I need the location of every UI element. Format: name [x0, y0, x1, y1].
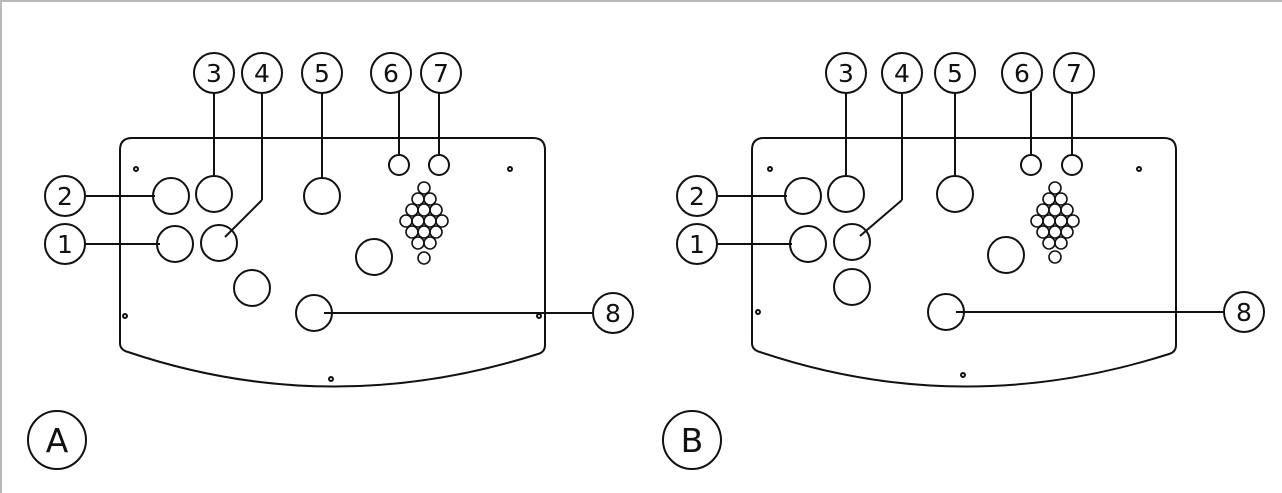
panel-b-button-3	[827, 175, 865, 213]
panel-a-callout-7: 7	[433, 59, 449, 88]
panel-a-callout-circle-8	[592, 292, 634, 334]
panel-a-callout-circle-3	[193, 52, 235, 94]
panel-b-callout-2: 2	[689, 182, 705, 211]
panel-b-callout-circle-5	[934, 52, 976, 94]
panel-b-mount-hole	[755, 309, 761, 315]
panel-b-mount-hole	[767, 166, 773, 172]
panel-a-button-3	[195, 175, 233, 213]
panel-a-mount-hole	[507, 166, 513, 172]
frame-top-border	[0, 0, 1282, 2]
panel-b-button-extra	[833, 268, 871, 306]
panel-a-callout-circle-6	[370, 52, 412, 94]
panel-b-callout-circle-6	[1001, 52, 1043, 94]
panel-b-callout-circle-7	[1053, 52, 1095, 94]
panel-b-callout-3: 3	[838, 59, 854, 88]
panel-b-callout-circle-1	[676, 223, 718, 265]
panel-b-callout-4: 4	[894, 59, 910, 88]
panel-b-callout-circle-2	[676, 175, 718, 217]
panel-a-label-circle	[27, 410, 87, 470]
panel-b-button-1	[789, 225, 827, 263]
panel-b-button-5	[936, 175, 974, 213]
panel-a-callout-circle-7	[420, 52, 462, 94]
panel-a-button-cluster	[399, 181, 449, 265]
panel-a-mount-hole	[122, 313, 128, 319]
panel-a-text: 1 2 3 4 5 6 7 8 A	[46, 59, 621, 460]
panel-b	[662, 52, 1265, 470]
panel-a-button-5	[303, 177, 341, 215]
frame-left-border	[0, 0, 2, 493]
panel-b-callout-7: 7	[1066, 59, 1082, 88]
panel-b-controller-outline	[751, 137, 1177, 388]
panel-a-callout-2: 2	[57, 182, 73, 211]
panel-b-callout-5: 5	[947, 59, 963, 88]
panel-a-callout-circle-1	[44, 223, 86, 265]
panel-a-callout-1: 1	[57, 230, 73, 259]
panel-b-button-7	[1061, 154, 1083, 176]
panel-a-callout-circle-2	[44, 175, 86, 217]
panel-a-leader-4-diag	[224, 199, 263, 238]
panel-b-leader-4-diag	[859, 199, 903, 237]
panel-a-button-4	[200, 224, 238, 262]
panel-a-controller-outline	[119, 137, 546, 388]
panel-a-button-7	[428, 154, 450, 176]
panel-b-callout-1: 1	[689, 230, 705, 259]
panel-b-label-circle	[662, 410, 722, 470]
panel-b-mount-hole	[1136, 166, 1142, 172]
panel-b-callout-8: 8	[1236, 298, 1252, 327]
panel-a-callout-3: 3	[206, 59, 222, 88]
panel-a-callout-4: 4	[254, 59, 270, 88]
panel-b-callout-circle-8	[1223, 291, 1265, 333]
panel-b-button-4	[833, 223, 871, 261]
panel-a-button-1	[156, 225, 194, 263]
panel-a-callout-6: 6	[383, 59, 399, 88]
panel-a-button-large-right	[355, 238, 393, 276]
panel-b-text: 1 2 3 4 5 6 7 8 B	[681, 59, 1252, 460]
panel-a-button-extra	[233, 269, 271, 307]
panel-b-mount-hole	[960, 372, 966, 378]
panel-a-mount-hole	[133, 166, 139, 172]
panel-b-button-large-right	[987, 236, 1025, 274]
panel-b-callout-circle-4	[881, 52, 923, 94]
panel-a-label: A	[46, 421, 69, 460]
panel-a-callout-circle-4	[241, 52, 283, 94]
panel-a-callout-5: 5	[314, 59, 330, 88]
panel-b-label: B	[681, 421, 704, 460]
panel-a-callout-circle-5	[301, 52, 343, 94]
panel-b-button-cluster	[1030, 181, 1080, 264]
panel-b-callout-circle-3	[825, 52, 867, 94]
panel-a-button-2	[152, 177, 190, 215]
panel-b-button-2	[784, 177, 822, 215]
panel-a-callout-8: 8	[605, 299, 621, 328]
panel-b-callout-6: 6	[1014, 59, 1030, 88]
panel-a-mount-hole	[536, 313, 542, 319]
panel-a-mount-hole	[328, 376, 334, 382]
panel-a	[27, 52, 634, 470]
panel-b-button-6	[1020, 154, 1042, 176]
panel-a-button-6	[388, 154, 410, 176]
